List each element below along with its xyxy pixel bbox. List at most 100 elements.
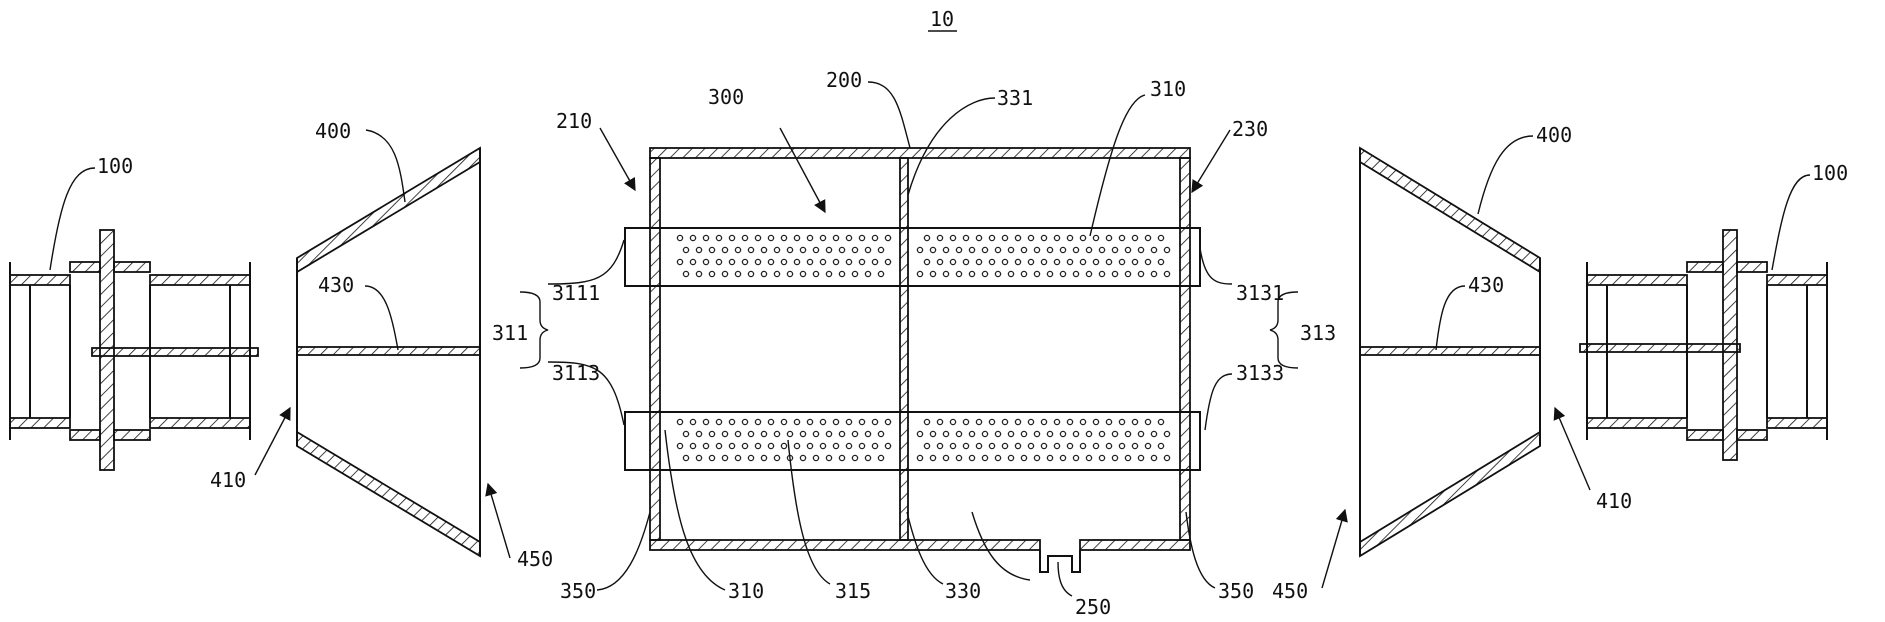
perforation-hole	[1150, 430, 1158, 438]
perforation-hole	[1040, 234, 1048, 242]
perforation-hole	[858, 234, 866, 242]
perforation-hole	[760, 430, 768, 438]
perforation-hole	[832, 258, 840, 266]
perforation-hole	[923, 442, 931, 450]
perforation-hole	[994, 430, 1002, 438]
perforation-hole	[689, 258, 697, 266]
perforation-hole	[786, 270, 794, 278]
label-410-right: 410	[1596, 489, 1632, 513]
label-400-right: 400	[1536, 123, 1572, 147]
perforation-hole	[1092, 442, 1100, 450]
perforation-hole	[1079, 234, 1087, 242]
perforation-hole	[1020, 430, 1028, 438]
perforation-hole	[695, 246, 703, 254]
perforation-hole	[871, 258, 879, 266]
perforation-hole	[760, 454, 768, 462]
housing-200	[624, 147, 1201, 573]
perforation-hole	[851, 270, 859, 278]
perforation-hole	[845, 234, 853, 242]
perforation-hole	[988, 258, 996, 266]
perforation-hole	[1150, 454, 1158, 462]
perforation-hole	[689, 234, 697, 242]
perforation-hole	[1020, 454, 1028, 462]
label-3133: 3133	[1236, 361, 1284, 385]
perforation-hole	[708, 270, 716, 278]
perforation-hole	[1053, 418, 1061, 426]
perforation-hole	[799, 430, 807, 438]
perforation-hole	[1098, 270, 1106, 278]
perforation-hole	[702, 234, 710, 242]
perforation-hole	[1020, 246, 1028, 254]
perforation-hole	[832, 442, 840, 450]
perforation-hole	[747, 246, 755, 254]
callout-labels: 100 400 430 410 450 210 300 200 331 310 …	[97, 68, 1848, 619]
perforation-hole	[1007, 270, 1015, 278]
label-3113: 3113	[552, 361, 600, 385]
perforation-hole	[884, 258, 892, 266]
perforation-hole	[1137, 430, 1145, 438]
perforation-hole	[994, 454, 1002, 462]
perforation-hole	[1092, 234, 1100, 242]
perforation-hole	[955, 430, 963, 438]
perforation-hole	[806, 442, 814, 450]
perforation-hole	[741, 442, 749, 450]
perforation-hole	[1059, 454, 1067, 462]
perforation-hole	[1007, 430, 1015, 438]
perforation-hole	[734, 246, 742, 254]
perforation-hole	[1105, 234, 1113, 242]
perforation-hole	[728, 258, 736, 266]
perforation-hole	[812, 454, 820, 462]
perforation-hole	[812, 430, 820, 438]
perforation-hole	[858, 418, 866, 426]
figure-number: 10	[930, 7, 954, 31]
perforation-hole	[1046, 454, 1054, 462]
perforation-hole	[676, 442, 684, 450]
perforation-hole	[682, 430, 690, 438]
perforation-hole	[1059, 430, 1067, 438]
perforation-hole	[936, 258, 944, 266]
perforation-hole	[975, 442, 983, 450]
perforation-hole	[877, 246, 885, 254]
perforation-hole	[1001, 442, 1009, 450]
perforation-hole	[708, 246, 716, 254]
perforation-hole	[942, 246, 950, 254]
perforation-hole	[968, 246, 976, 254]
perforation-hole	[1072, 454, 1080, 462]
perforation-hole	[884, 442, 892, 450]
label-331: 331	[997, 86, 1033, 110]
perforation-hole	[1059, 270, 1067, 278]
perforation-hole	[884, 418, 892, 426]
perforation-hole	[1066, 258, 1074, 266]
perforation-hole	[871, 234, 879, 242]
perforation-hole	[942, 454, 950, 462]
label-300: 300	[708, 85, 744, 109]
perforation-hole	[825, 430, 833, 438]
label-350-right: 350	[1218, 579, 1254, 603]
perforation-hole	[1098, 454, 1106, 462]
perforation-hole	[1066, 442, 1074, 450]
perforation-hole	[936, 418, 944, 426]
perforation-hole	[871, 418, 879, 426]
perforation-hole	[1020, 270, 1028, 278]
perforation-hole	[767, 442, 775, 450]
perforation-hole	[1072, 246, 1080, 254]
perforation-hole	[767, 418, 775, 426]
perforation-hole	[1137, 270, 1145, 278]
perforation-hole	[923, 258, 931, 266]
perforation-hole	[1124, 454, 1132, 462]
perforation-hole	[864, 246, 872, 254]
perforation-hole	[1046, 430, 1054, 438]
perforation-hole	[1111, 430, 1119, 438]
perforation-hole	[773, 270, 781, 278]
perforation-hole	[858, 258, 866, 266]
perforation-hole	[1131, 258, 1139, 266]
perforation-hole	[715, 418, 723, 426]
perforation-hole	[1105, 418, 1113, 426]
perforation-hole	[962, 258, 970, 266]
perforation-hole	[981, 246, 989, 254]
perforation-hole	[741, 418, 749, 426]
perforation-hole	[715, 442, 723, 450]
perforation-hole	[1001, 258, 1009, 266]
perforation-hole	[695, 270, 703, 278]
perforation-hole	[916, 270, 924, 278]
